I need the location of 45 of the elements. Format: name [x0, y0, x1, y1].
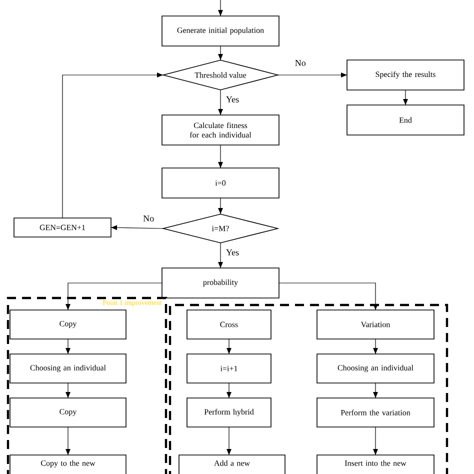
process-box: Perform hybrid [186, 398, 272, 428]
arrow [218, 242, 223, 268]
edge-label: Yes [226, 249, 239, 256]
process-box: Copy to the new [10, 454, 126, 474]
edge-label: No [295, 60, 306, 66]
arrow [62, 72, 164, 218]
arrow [66, 282, 162, 310]
arrow [278, 282, 378, 310]
arrow [66, 382, 70, 398]
arrow [403, 90, 408, 106]
arrow [66, 338, 70, 354]
arrow [373, 426, 378, 456]
process-box: Copy [10, 398, 126, 428]
process-box: End [346, 104, 464, 136]
edge-label: No [143, 216, 154, 222]
arrow [218, 90, 223, 116]
arrow [218, 46, 223, 60]
process-box: probability [162, 268, 280, 298]
process-box: Copy [10, 310, 126, 340]
process-box: i=0 [162, 168, 280, 198]
arrow [226, 426, 232, 456]
arrow [226, 338, 232, 354]
arrow [110, 225, 164, 230]
process-box: i=i+1 [186, 354, 272, 384]
process-box: Choosing an individual [316, 354, 434, 384]
process-box: Add a new [178, 454, 286, 474]
process-box: Cross [186, 310, 272, 340]
process-box: Generate initial population [162, 16, 280, 46]
process-box: GEN=GEN+1 [14, 218, 112, 238]
process-box: Specify the results [346, 60, 464, 90]
dashed-region [168, 304, 448, 474]
arrow [218, 144, 223, 168]
arrow [218, 0, 223, 16]
process-box: Choosing an individual [10, 354, 126, 384]
edge-label: Yes [226, 96, 239, 102]
arrow [278, 72, 348, 78]
process-box: Insert into the new [316, 454, 434, 474]
arrow [373, 338, 378, 354]
process-box: Perform the variation [316, 398, 434, 428]
process-box: Variation [316, 310, 434, 340]
arrow [373, 382, 378, 398]
arrow [218, 198, 223, 214]
process-box: Calculate fitness for each individual [162, 114, 280, 146]
arrow [66, 426, 70, 456]
arrow [226, 382, 232, 398]
